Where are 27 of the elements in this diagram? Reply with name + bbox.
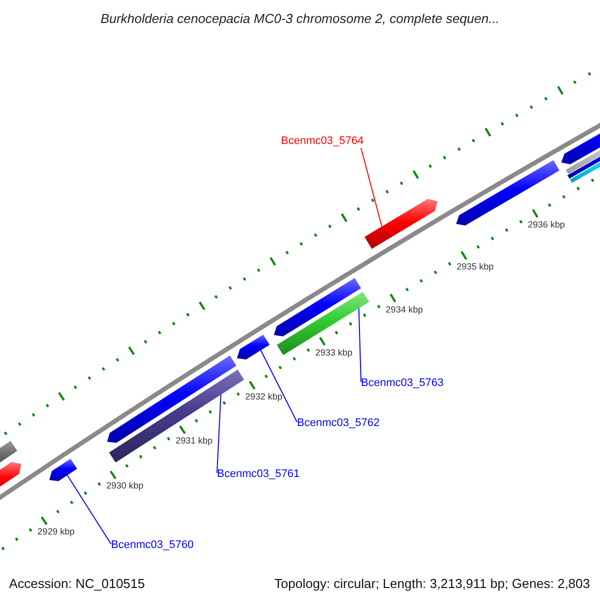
scale-label: 2935 kbp: [456, 262, 494, 273]
gene-feature: [364, 198, 438, 249]
scale-label: 2934 kbp: [386, 304, 423, 316]
leader-line: [260, 350, 298, 422]
gene-feature: [237, 334, 270, 360]
scale-label: 2933 kbp: [315, 347, 352, 358]
gene-label: Bcenmc03_5762: [297, 417, 380, 430]
gene-feature: [49, 458, 78, 482]
gene-feature: [109, 370, 244, 462]
scale-label: 2930 kbp: [106, 480, 144, 492]
leader-line: [66, 474, 112, 544]
leader-line: [358, 308, 362, 382]
gene-label: Bcenmc03_5760: [111, 539, 194, 552]
gene-label: Bcenmc03_5761: [217, 468, 300, 481]
gene-label: Bcenmc03_5764: [281, 135, 364, 148]
leader-line: [216, 394, 222, 474]
gene-feature: [276, 292, 370, 356]
scale-label: 2932 kbp: [245, 391, 282, 402]
gene-feature: [274, 278, 361, 336]
scale-label: 2929 kbp: [38, 526, 75, 538]
gene-label: Bcenmc03_5763: [361, 377, 444, 390]
leader-line: [360, 148, 382, 227]
accession-text: Accession: NC_010515: [9, 575, 145, 593]
scale-label: 2936 kbp: [528, 220, 565, 231]
genome-stats-text: Topology: circular; Length: 3,213,911 bp; Genes: 2,803: [274, 575, 590, 593]
title: Burkholderia cenocepacia MC0-3 chromosome 2, complete sequen...: [100, 10, 500, 28]
scale-label: 2931 kbp: [176, 436, 213, 447]
